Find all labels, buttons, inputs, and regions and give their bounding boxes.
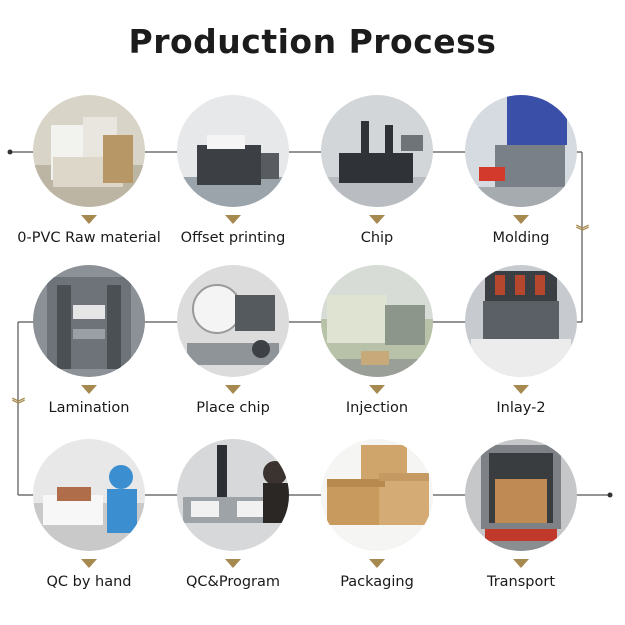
step-arrow-down-icon <box>81 385 97 394</box>
step-label: Offset printing <box>180 230 286 246</box>
step-photo-boxes <box>321 439 433 551</box>
step-arrow-down-icon <box>513 385 529 394</box>
step-photo-injector <box>321 265 433 377</box>
step-arrow-down-icon <box>225 215 241 224</box>
flow-start-dot <box>7 149 13 155</box>
step-label: Inlay-2 <box>496 400 546 416</box>
step-photo-chip-machine <box>321 95 433 207</box>
step-arrow-down-icon <box>225 559 241 568</box>
step-label: QC by hand <box>46 574 132 590</box>
step-label: Packaging <box>340 574 414 590</box>
step-label: 0-PVC Raw material <box>17 230 161 246</box>
step-photo-truck <box>465 439 577 551</box>
step-arrow-down-icon <box>81 215 97 224</box>
flow-end-dot <box>607 492 613 498</box>
step-arrow-down-icon <box>225 385 241 394</box>
page-title: Production Process <box>128 22 497 61</box>
step-label: QC&Program <box>185 574 281 590</box>
step-arrow-down-icon <box>369 559 385 568</box>
step-label: Injection <box>345 400 409 416</box>
step-photo-warehouse <box>33 95 145 207</box>
step-arrow-down-icon <box>369 385 385 394</box>
step-arrow-down-icon <box>513 559 529 568</box>
step-photo-programmer <box>177 439 289 551</box>
step-photo-printer <box>177 95 289 207</box>
step-photo-press <box>33 265 145 377</box>
double-chevron-down-icon: ︾ <box>12 398 26 413</box>
step-photo-inlay-machine <box>465 265 577 377</box>
step-arrow-down-icon <box>513 215 529 224</box>
step-arrow-down-icon <box>369 215 385 224</box>
step-photo-worker <box>33 439 145 551</box>
step-label: Molding <box>492 230 550 246</box>
step-photo-roller <box>177 265 289 377</box>
step-label: Lamination <box>48 400 130 416</box>
step-photo-molding-machine <box>465 95 577 207</box>
step-label: Place chip <box>196 400 270 416</box>
step-label: Chip <box>360 230 394 246</box>
step-arrow-down-icon <box>81 559 97 568</box>
double-chevron-down-icon: ︾ <box>576 225 590 240</box>
step-label: Transport <box>486 574 556 590</box>
